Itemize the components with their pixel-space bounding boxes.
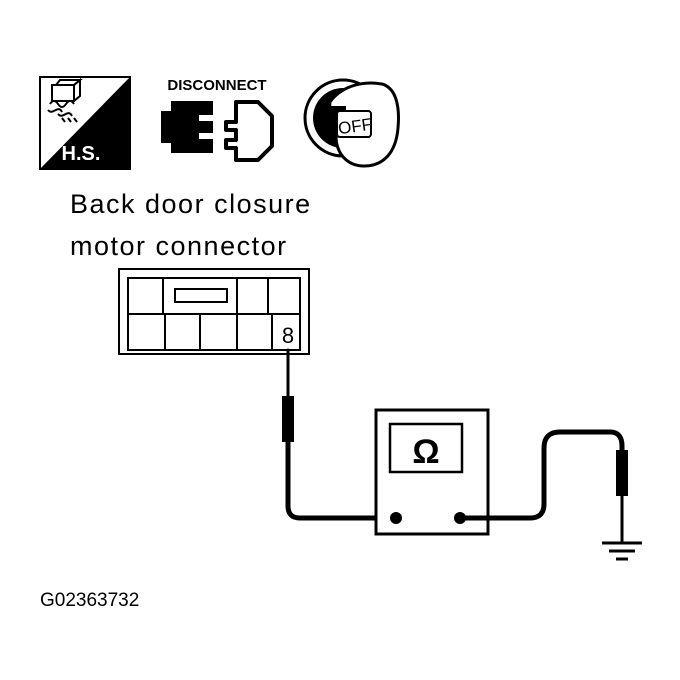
ohmmeter: Ω <box>374 408 490 536</box>
figure-id: G02363732 <box>40 590 139 611</box>
connector-face: 8 <box>118 268 310 355</box>
meter-terminal-negative <box>390 512 402 524</box>
meter-display <box>388 422 464 474</box>
disconnect-label: DISCONNECT <box>167 77 266 94</box>
probe-lead-terminal <box>282 348 395 521</box>
connector-female-half <box>161 101 213 153</box>
ignition-off-label: OFF <box>337 115 373 139</box>
ignition-key-off-icon: OFF <box>303 78 400 168</box>
disconnect-connector-icon: DISCONNECT <box>161 77 274 162</box>
ohm-symbol: Ω <box>412 433 439 471</box>
probe-lead-ground <box>457 429 628 543</box>
harness-icon: H.S. <box>39 76 131 170</box>
harness-drawing <box>47 77 83 123</box>
connector-male-half <box>224 100 274 162</box>
terminal-number: 8 <box>282 323 294 348</box>
connector-title-line2: motor connector <box>70 231 288 261</box>
connector-latch <box>174 288 228 303</box>
harness-label: H.S. <box>62 143 101 165</box>
ground-symbol <box>602 541 642 561</box>
connector-title-line1: Back door closure <box>70 189 312 219</box>
